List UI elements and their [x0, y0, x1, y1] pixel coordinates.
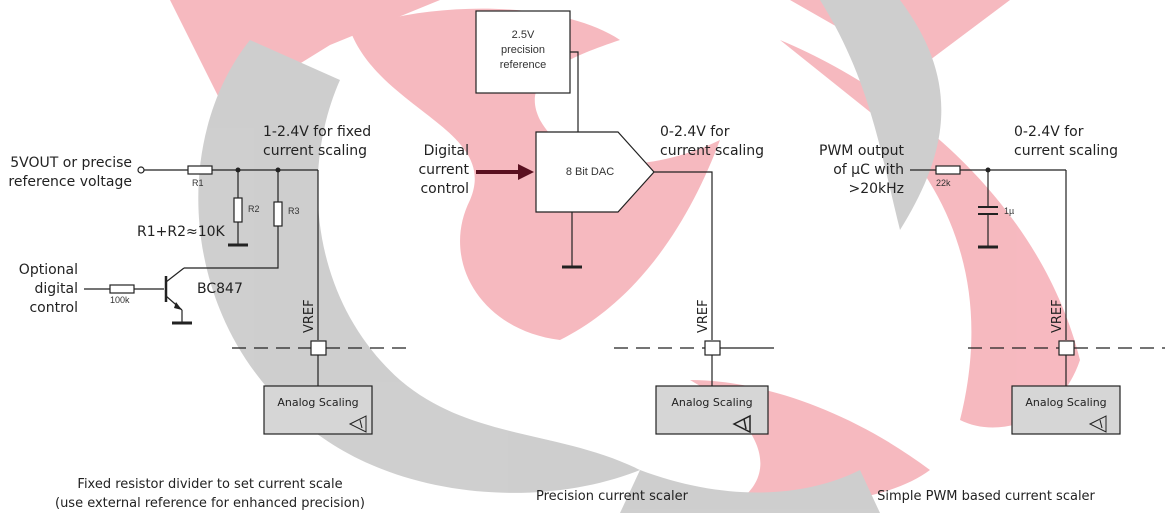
right-vref-pin [1058, 340, 1075, 356]
left-opamp-tick1 [359, 419, 363, 429]
right-cap-label: 1µ [1004, 206, 1014, 216]
middle-opamp-symbol [732, 414, 751, 434]
right-analog-scaling-block [1011, 385, 1121, 435]
left-r3 [273, 201, 283, 227]
left-circuit: 5VOUT or precise reference voltage R1 R2… [8, 124, 408, 511]
digital-input-arrow-icon [518, 164, 534, 180]
left-r1 [187, 165, 213, 175]
left-r1-label: R1 [192, 178, 204, 188]
reference-label-line3: reference [500, 59, 546, 71]
right-input-line2: of µC with [833, 162, 904, 178]
left-optional-line1: Optional [19, 262, 78, 278]
left-vref-pin [310, 340, 327, 356]
middle-input-line1: Digital [424, 143, 469, 159]
left-resistor-equation: R1+R2≈10K [137, 224, 226, 240]
right-caption: Simple PWM based current scaler [877, 489, 1095, 504]
watermark-gray-bottom [620, 470, 880, 513]
left-caption-line1: Fixed resistor divider to set current sc… [77, 477, 342, 492]
right-opamp-icon [1088, 415, 1107, 433]
watermark-gray-right [820, 0, 942, 230]
bjt-collector [165, 267, 185, 283]
watermark-logo [110, 0, 1080, 513]
left-top-label-line1: 1-2.4V for fixed [263, 124, 371, 140]
middle-output-line2: current scaling [660, 143, 764, 159]
left-caption-line2: (use external reference for enhanced pre… [55, 496, 365, 511]
middle-caption: Precision current scaler [536, 489, 689, 504]
left-opamp-icon [348, 415, 367, 433]
reference-label-line1: 2.5V [512, 29, 535, 41]
left-analog-scaling-label: Analog Scaling [277, 396, 358, 409]
left-input-label-line2: reference voltage [8, 174, 132, 190]
left-r3-label: R3 [288, 206, 300, 216]
right-circuit: PWM output of µC with >20kHz 22k 1µ 0-2.… [819, 124, 1165, 504]
watermark-pink-center [350, 8, 720, 341]
left-r3-to-collector [184, 226, 279, 269]
middle-opamp-icon [732, 414, 751, 434]
left-r-base-label: 100k [110, 295, 130, 305]
left-vref-label: VREF [302, 299, 317, 333]
left-opamp-symbol [348, 415, 367, 433]
middle-input-line2: current [418, 162, 469, 178]
middle-vref-pin [704, 340, 721, 356]
dac-block [535, 131, 655, 213]
right-output-line2: current scaling [1014, 143, 1118, 159]
left-optional-line2: digital [34, 281, 78, 297]
middle-analog-scaling-block [655, 385, 769, 435]
watermark-gray-arc [198, 40, 641, 493]
middle-circuit: 2.5V precision reference 8 Bit DAC Digit… [418, 10, 774, 504]
middle-analog-scaling-label: Analog Scaling [671, 396, 752, 409]
left-input-terminal [137, 166, 145, 174]
middle-input-line3: control [420, 181, 469, 197]
reference-label-line2: precision [501, 44, 545, 56]
left-transistor-label: BC847 [197, 281, 243, 297]
right-input-line1: PWM output [819, 143, 905, 159]
left-r2-label: R2 [248, 204, 260, 214]
dac-label: 8 Bit DAC [566, 166, 614, 178]
right-opamp-tick1 [1099, 419, 1103, 429]
right-vref-label: VREF [1050, 299, 1065, 333]
reference-to-dac-wire [570, 51, 579, 133]
dac-output-wire [654, 171, 713, 340]
right-r-label: 22k [936, 178, 951, 188]
left-input-label-line1: 5VOUT or precise [10, 155, 132, 171]
right-r [935, 165, 961, 175]
bjt-transistor-icon [164, 267, 192, 325]
bjt-emitter-arrow [174, 302, 182, 310]
left-r2 [233, 197, 243, 223]
left-top-label-line2: current scaling [263, 143, 367, 159]
precision-reference-box [475, 10, 571, 94]
right-input-line3: >20kHz [848, 181, 904, 197]
watermark-pink-right-curve [780, 40, 1080, 428]
right-opamp-symbol [1088, 415, 1107, 433]
left-optional-line3: control [29, 300, 78, 316]
right-output-line1: 0-2.4V for [1014, 124, 1084, 140]
middle-vref-label: VREF [696, 299, 711, 333]
middle-opamp-tick1 [743, 418, 747, 430]
right-analog-scaling-label: Analog Scaling [1025, 396, 1106, 409]
middle-output-line1: 0-2.4V for [660, 124, 730, 140]
left-r-base [109, 284, 135, 294]
